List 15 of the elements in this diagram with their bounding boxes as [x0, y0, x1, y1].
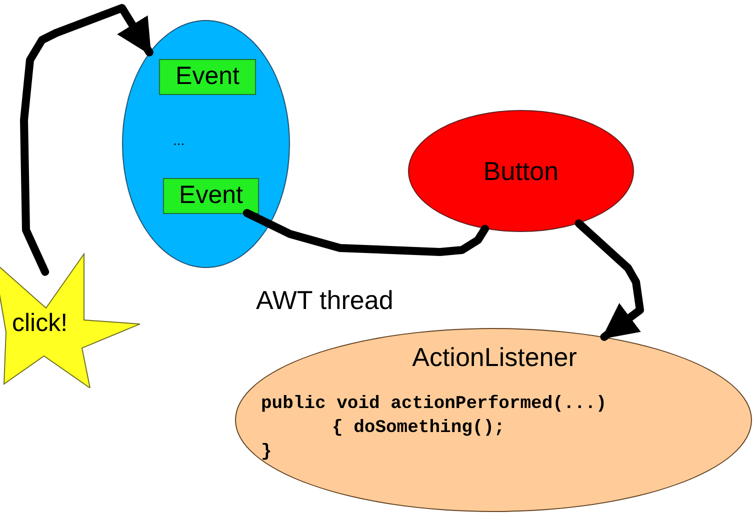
node-label: Button: [482, 154, 560, 188]
node-label: click!: [12, 310, 68, 338]
arrow: [20, 4, 154, 276]
ellipsis-text: ...: [173, 133, 185, 148]
arrow: [574, 219, 644, 341]
node-label: ActionListener: [411, 343, 578, 372]
code-line: { doSomething();: [332, 419, 505, 439]
star-shape: [0, 252, 140, 388]
node-label: Event: [178, 180, 244, 212]
event-box: [159, 59, 256, 95]
code-line: }: [261, 443, 272, 463]
thread-label: AWT thread: [256, 285, 394, 316]
node-label: Event: [174, 61, 240, 92]
code-line: public void actionPerformed(...): [261, 395, 607, 415]
event-box: [163, 178, 259, 214]
